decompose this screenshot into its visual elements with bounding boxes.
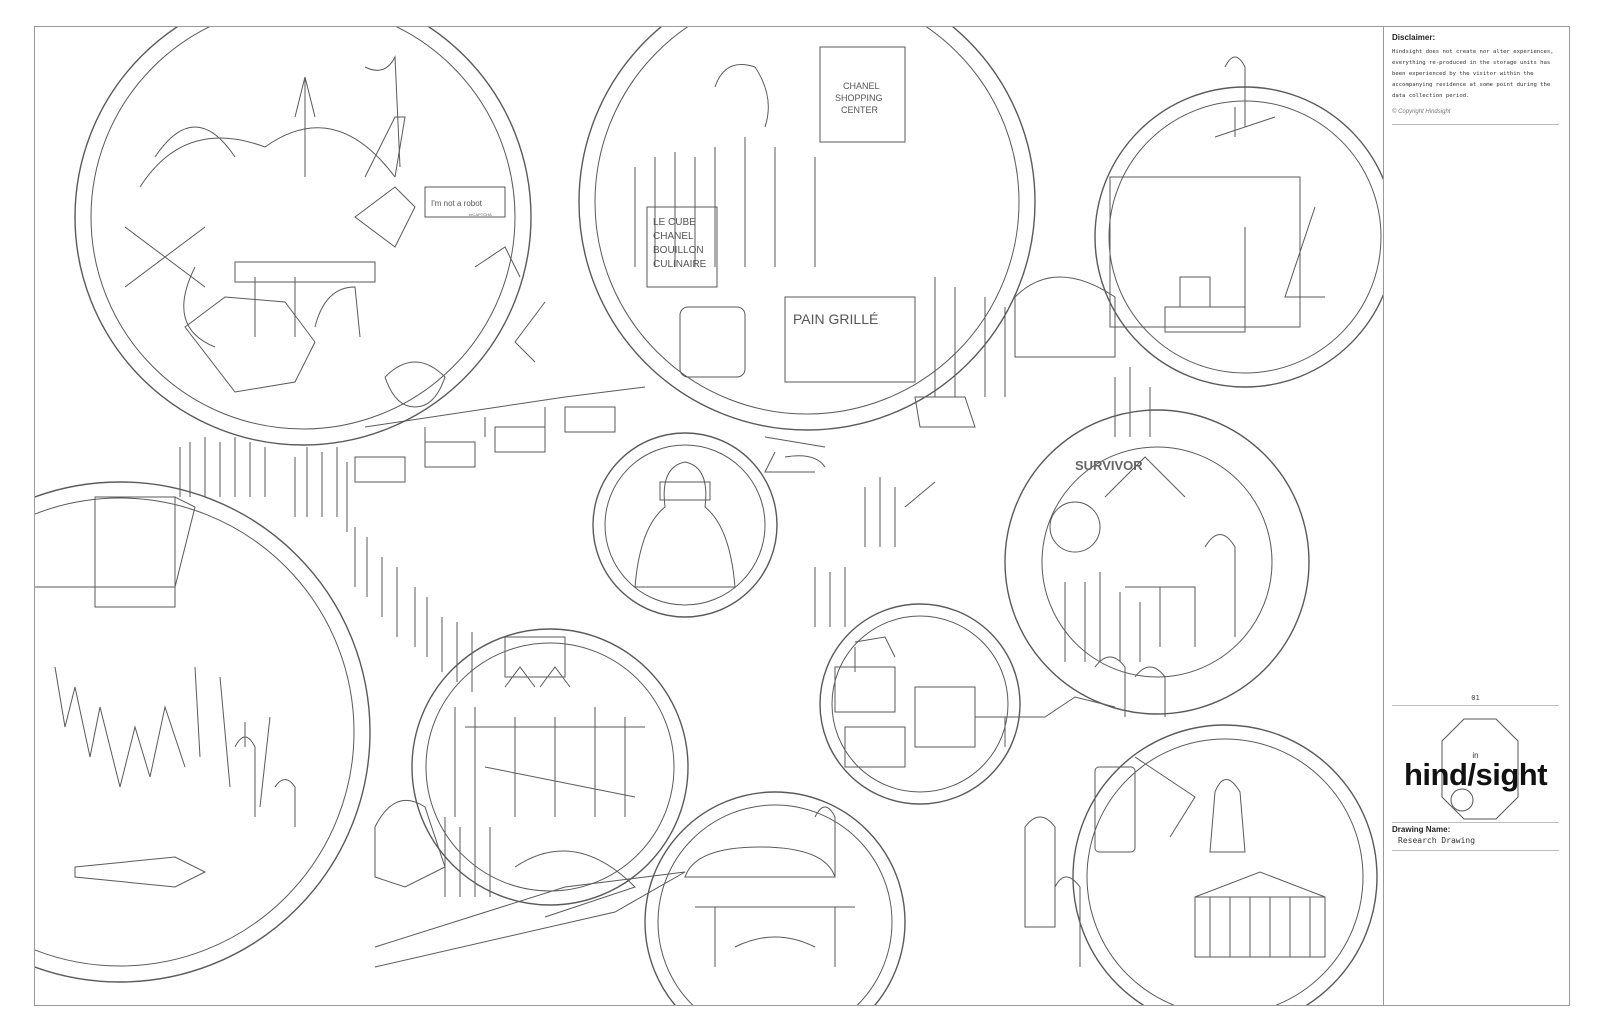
title-block: Disclaimer: Hindsight does not create no… xyxy=(1383,27,1569,1005)
vignette-vr-headset xyxy=(592,432,778,618)
vignette-retail-counter xyxy=(819,603,1021,805)
octagon-logo-icon xyxy=(1441,718,1519,820)
divider xyxy=(1392,822,1559,823)
vignette-robot-horse: I'm not a robot reCAPTCHA xyxy=(74,27,532,446)
sign-line-3: CENTER xyxy=(841,105,879,115)
disclaimer-text: Hindsight does not create nor alter expe… xyxy=(1392,49,1554,99)
box-line-4: CULINAIRE xyxy=(653,259,707,270)
vignette-chanel-store: CHANEL SHOPPING CENTER LE CUBE CHANEL BO… xyxy=(578,27,1036,431)
vignette-restaurant xyxy=(644,791,906,1005)
divider xyxy=(1392,124,1559,125)
vignette-castle-cave xyxy=(35,481,371,983)
vignette-white-house xyxy=(1054,724,1378,1005)
box-line-2: CHANEL xyxy=(653,231,694,242)
divider xyxy=(1392,850,1559,851)
logo-wordmark: hind/sight xyxy=(1403,757,1548,792)
crowd-figures xyxy=(179,246,1166,968)
drawing-sheet: I'm not a robot reCAPTCHA CHANEL SHOPPIN… xyxy=(34,26,1570,1006)
hindsight-logo: in hind/sight xyxy=(1392,715,1559,825)
survivor-banner: SURVIVOR xyxy=(1075,458,1143,473)
sign-line-1: CHANEL xyxy=(843,81,880,91)
box-line-3: BOUILLON xyxy=(653,245,704,256)
captcha-text: I'm not a robot xyxy=(431,199,483,208)
vignette-gavel-room xyxy=(1094,56,1383,388)
vignette-survivor: SURVIVOR xyxy=(1004,409,1310,715)
drawing-name-value: Research Drawing xyxy=(1398,836,1476,845)
research-drawing: I'm not a robot reCAPTCHA CHANEL SHOPPIN… xyxy=(35,27,1383,1005)
vignette-clothing-store xyxy=(411,628,689,906)
sign-line-2: SHOPPING xyxy=(835,93,883,103)
disclaimer-heading: Disclaimer: xyxy=(1392,33,1436,42)
drawing-name-label: Drawing Name: xyxy=(1392,825,1451,834)
logo-prefix: in xyxy=(1472,751,1479,760)
bread-sign: PAIN GRILLÉ xyxy=(793,311,878,327)
copyright-text: © Copyright Hindsight xyxy=(1392,109,1451,115)
sheet-number: 01 xyxy=(1471,694,1480,702)
divider xyxy=(1392,705,1559,706)
captcha-brand: reCAPTCHA xyxy=(469,212,492,217)
